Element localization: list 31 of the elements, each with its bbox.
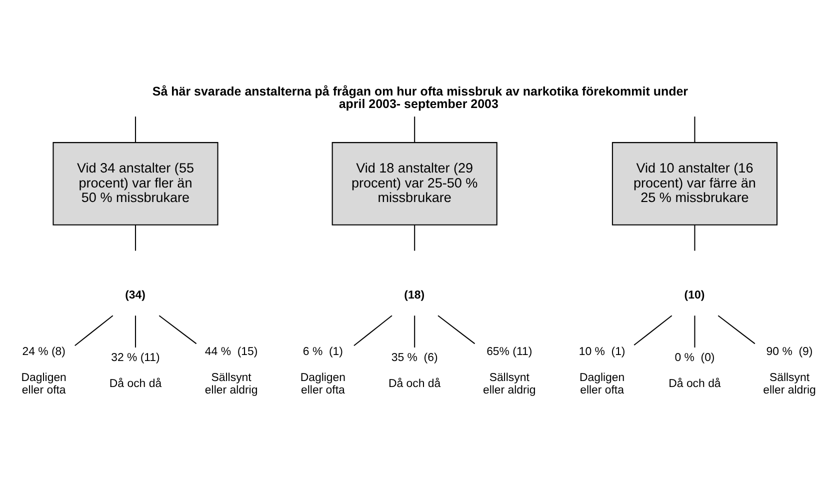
node-text: 6 % (1) Dagligen eller ofta (300, 345, 346, 396)
connector (694, 315, 696, 347)
connector (354, 314, 392, 346)
connector (438, 314, 476, 344)
connector (134, 315, 136, 347)
connector (134, 224, 136, 250)
node-text: 65% (11) Sällsynt eller aldrig (482, 345, 536, 396)
node-text: 35 % (6) Då och då (388, 352, 441, 390)
connector (158, 314, 197, 344)
connector (694, 116, 696, 142)
node-text: (10) (684, 289, 705, 302)
node-text: 32 % (11) Då och då (109, 352, 162, 390)
node-box: Vid 34 anstalter (55 procent) var fler än 50 % missbrukare (52, 142, 218, 225)
connector (414, 224, 416, 250)
connector (414, 315, 416, 347)
node-text: (34) (125, 289, 146, 302)
node-text: 90 % (9) Sällsynt eller aldrig (763, 345, 816, 396)
connector (634, 314, 672, 345)
node-box: Vid 10 anstalter (16 procent) var färre än 25 % missbrukare (612, 142, 778, 225)
connector (414, 116, 416, 142)
node-box: Vid 18 anstalter (29 procent) var 25-50 % missbrukare (332, 142, 498, 225)
node-text: 10 % (1) Dagligen eller ofta (578, 345, 626, 396)
node-text: 24 % (8) Dagligen eller ofta (21, 345, 66, 396)
diagram-title: Så här svarade anstalterna på frågan om hur ofta missbruk av narkotika förekommit under april 2003- september 2003 (152, 84, 688, 110)
connector (718, 314, 756, 344)
connector (74, 314, 114, 346)
connector (134, 116, 136, 142)
node-text: (18) (404, 289, 425, 302)
node-text: 0 % (0) Då och då (668, 352, 721, 390)
connector (694, 224, 696, 250)
node-text: 44 % (15) Sällsynt eller aldrig (204, 345, 258, 396)
